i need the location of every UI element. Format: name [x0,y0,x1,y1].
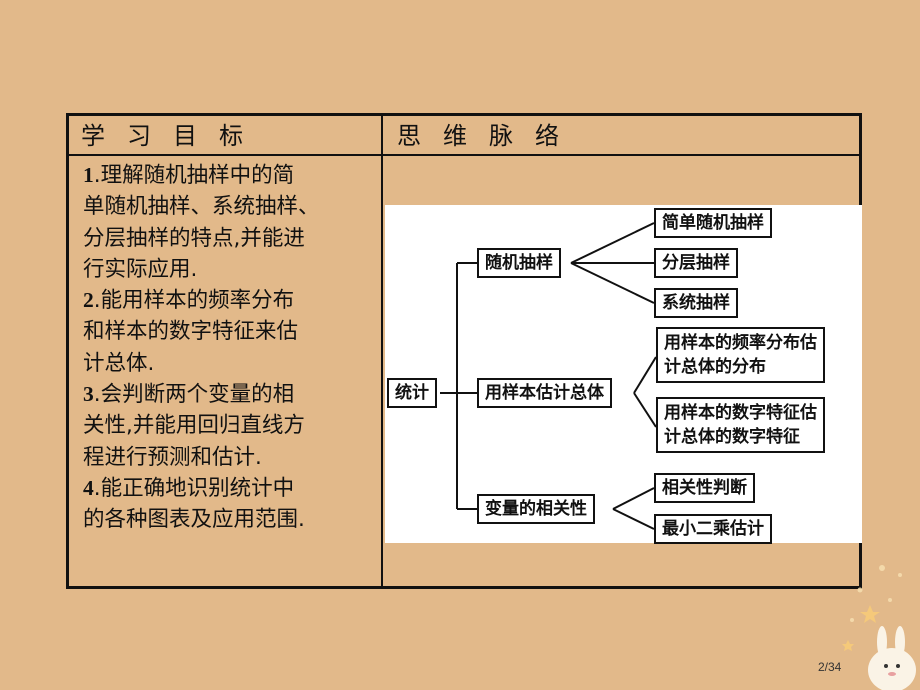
node-line: 计总体的数字特征 [664,427,800,447]
node-line: 用样本的数字特征估 [664,403,817,423]
node-line: 用样本的频率分布估 [664,333,817,353]
node-line: 计总体的分布 [664,357,766,377]
column-divider [381,116,383,586]
goal-line: 分层抽样的特点,并能进 [83,225,305,251]
goal-line: 的各种图表及应用范围. [83,507,305,533]
header-divider [69,154,859,156]
page-number: 2/34 [818,660,842,674]
mind-map: 统计 随机抽样 用样本估计总体 变量的相关性 简单随机抽样 分层抽样 系统抽样 … [385,205,862,544]
branch-random-sampling: 随机抽样 [477,248,561,278]
leaf-systematic-sampling: 系统抽样 [654,288,738,318]
goal-number: 3 [83,382,94,407]
goal-item-4: 4.能正确地识别统计中 的各种图表及应用范围. [83,473,375,536]
goals-list: 1.理解随机抽样中的简 单随机抽样、系统抽样、 分层抽样的特点,并能进 行实际应… [83,160,375,536]
leaf-correlation-judgment: 相关性判断 [654,473,755,503]
branch-variable-correlation: 变量的相关性 [477,494,595,524]
goal-line: 和样本的数字特征来估 [83,319,299,345]
leaf-stratified-sampling: 分层抽样 [654,248,738,278]
goal-item-1: 1.理解随机抽样中的简 单随机抽样、系统抽样、 分层抽样的特点,并能进 行实际应… [83,160,375,285]
goal-number: 1 [83,163,94,187]
goal-line: .能用样本的频率分布 [93,288,295,314]
goal-item-3: 3.会判断两个变量的相 关性,并能用回归直线方 程进行预测和估计. [83,379,375,473]
goal-line: .会判断两个变量的相 [93,382,295,408]
goal-line: .能正确地识别统计中 [93,475,295,501]
goal-line: 程进行预测和估计. [83,444,262,470]
goal-item-2: 2.能用样本的频率分布 和样本的数字特征来估 计总体. [83,285,375,379]
header-learning-goals: 学习目标 [81,122,265,150]
goal-number: 4 [83,475,94,500]
goal-line: 单随机抽样、系统抽样、 [83,194,320,220]
goal-line: .理解随机抽样中的简 [93,163,295,188]
mind-map-root-node: 统计 [387,378,437,408]
goal-line: 关性,并能用回归直线方 [83,413,305,439]
branch-sample-estimate: 用样本估计总体 [477,378,612,408]
goal-number: 2 [83,288,94,313]
goal-line: 计总体. [83,350,155,376]
leaf-numeric-characteristics: 用样本的数字特征估 计总体的数字特征 [656,397,825,453]
leaf-least-squares: 最小二乘估计 [654,514,772,544]
leaf-frequency-distribution: 用样本的频率分布估 计总体的分布 [656,327,825,383]
decoration-illustration [842,565,916,690]
content-table: 学习目标 思维脉络 1.理解随机抽样中的简 单随机抽样、系统抽样、 分层抽样的特… [66,113,862,589]
mind-map-connectors [440,222,657,530]
header-thinking-map: 思维脉络 [397,122,581,150]
goal-line: 行实际应用. [83,256,198,282]
leaf-simple-random-sampling: 简单随机抽样 [654,208,772,238]
